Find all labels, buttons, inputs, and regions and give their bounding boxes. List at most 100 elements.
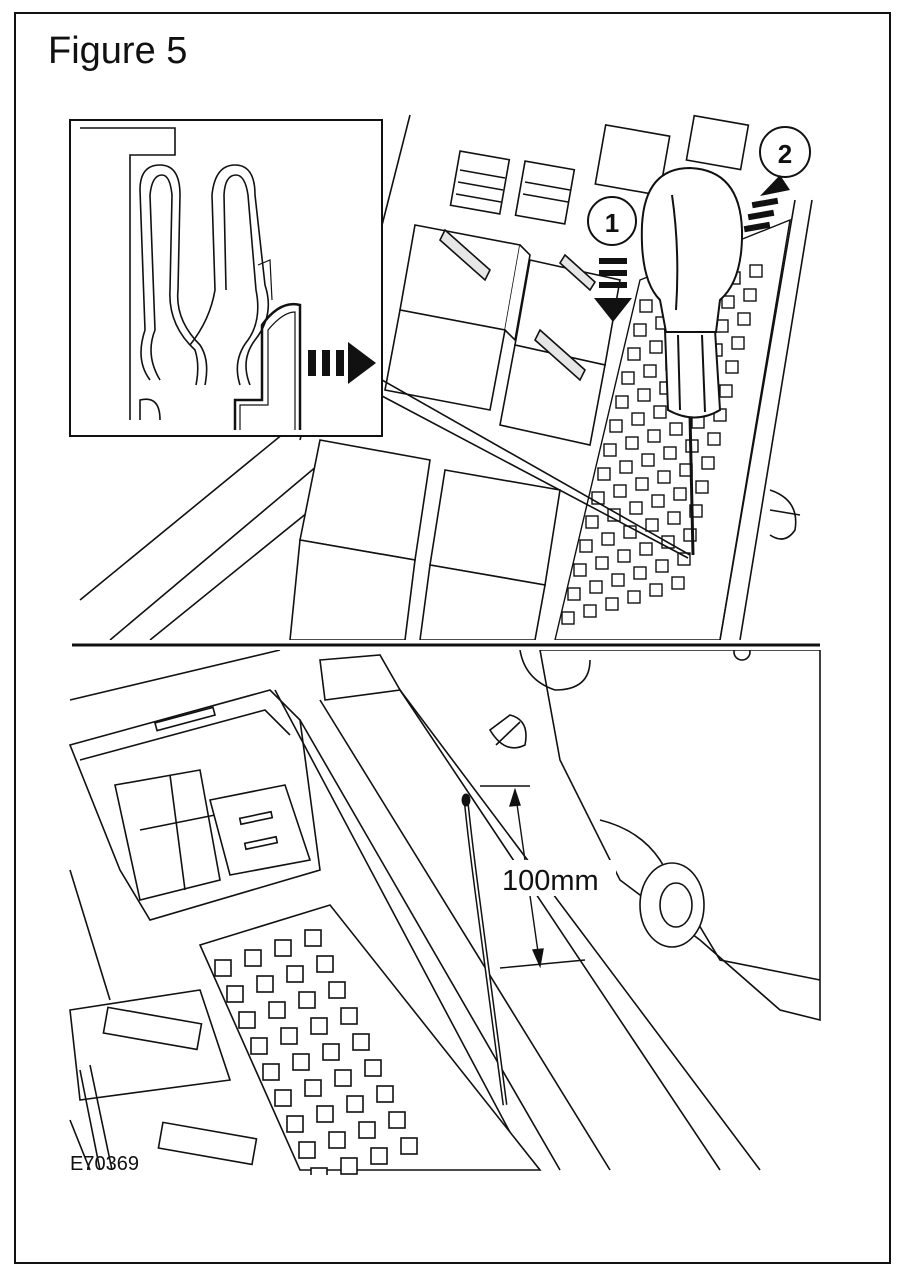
terminal-cavity	[256, 975, 274, 993]
terminal-cavity	[617, 549, 631, 563]
terminal-cavity	[627, 347, 641, 361]
terminal-cavity	[619, 460, 633, 474]
terminal-cavity	[721, 295, 735, 309]
terminal-cavity	[573, 563, 587, 577]
callout-2: 2	[759, 126, 811, 178]
terminal-cavity	[667, 511, 681, 525]
terminal-cavity	[352, 1033, 370, 1051]
terminal-cavity	[657, 470, 671, 484]
terminal-cavity	[621, 371, 635, 385]
terminal-cavity	[316, 955, 334, 973]
terminal-cavity	[677, 552, 691, 566]
relay-row-upper	[384, 224, 621, 446]
terminal-cavity	[274, 1089, 292, 1107]
terminal-cavity	[328, 1131, 346, 1149]
callout-2-label: 2	[778, 139, 792, 169]
terminal-cavity	[615, 395, 629, 409]
inset-detail-terminal	[69, 119, 383, 437]
terminal-cavity	[731, 336, 745, 350]
terminal-cavity	[286, 1115, 304, 1133]
terminal-cavity	[701, 456, 715, 470]
down-arrow-1	[594, 258, 632, 322]
reference-code: E70369	[70, 1153, 139, 1175]
terminal-cavity	[292, 1053, 310, 1071]
terminal-cavity	[749, 264, 763, 278]
terminal-cavity	[673, 487, 687, 501]
terminal-cavity	[328, 981, 346, 999]
terminal-cavity	[629, 501, 643, 515]
terminal-cavity	[743, 288, 757, 302]
terminal-cavity	[579, 539, 593, 553]
terminal-cavity	[340, 1007, 358, 1025]
harness-wire	[461, 793, 508, 1106]
figure-title: Figure 5	[48, 30, 188, 72]
terminal-cavity	[364, 1059, 382, 1077]
terminal-cavity	[641, 453, 655, 467]
bottom-panel-harness-drawing	[68, 650, 821, 1175]
terminal-cavity	[316, 1105, 334, 1123]
terminal-cavity	[595, 556, 609, 570]
terminal-cavity	[370, 1147, 388, 1165]
terminal-cavity	[585, 515, 599, 529]
terminal-cavity	[603, 443, 617, 457]
terminal-cavity	[561, 611, 575, 625]
terminal-cavity	[244, 949, 262, 967]
terminal-cavity	[605, 597, 619, 611]
terminal-cavity	[268, 1001, 286, 1019]
terminal-cavity	[613, 484, 627, 498]
relay-row-lower	[289, 439, 561, 640]
terminal-cavity	[597, 467, 611, 481]
terminal-cavity	[633, 323, 647, 337]
terminal-cavity	[737, 312, 751, 326]
terminal-cavity	[653, 405, 667, 419]
terminal-cavity	[286, 965, 304, 983]
terminal-cavity	[635, 477, 649, 491]
terminal-cavity	[649, 583, 663, 597]
terminal-cavity	[611, 573, 625, 587]
terminal-cavity	[719, 384, 733, 398]
terminal-cavity	[637, 388, 651, 402]
terminal-cavity	[647, 429, 661, 443]
callout-1-label: 1	[605, 208, 619, 238]
terminal-cavity	[304, 929, 322, 947]
terminal-cavity	[609, 419, 623, 433]
terminal-cavity	[346, 1095, 364, 1113]
terminal-cavity	[645, 518, 659, 532]
terminal-cavity	[334, 1069, 352, 1087]
terminal-cavity	[388, 1111, 406, 1129]
terminal-cavity	[583, 604, 597, 618]
terminal-cavity	[663, 446, 677, 460]
terminal-cavity	[310, 1017, 328, 1035]
terminal-cavity	[655, 559, 669, 573]
terminal-cavity	[304, 1079, 322, 1097]
terminal-cavity	[280, 1027, 298, 1045]
terminal-cavity	[322, 1043, 340, 1061]
dimension-label: 100mm	[502, 865, 599, 897]
terminal-cavity	[226, 985, 244, 1003]
terminal-cavity	[238, 1011, 256, 1029]
terminal-cavity	[400, 1137, 418, 1155]
terminal-cavity	[274, 939, 292, 957]
terminal-cavity	[683, 528, 697, 542]
terminal-cavity	[214, 959, 232, 977]
terminal-cavity	[695, 480, 709, 494]
terminal-cavity	[671, 576, 685, 590]
terminal-cavity	[669, 422, 683, 436]
terminal-cavity	[631, 412, 645, 426]
inset-leader-lines	[381, 379, 691, 559]
terminal-cavity	[250, 1037, 268, 1055]
terminal-cavity	[643, 364, 657, 378]
terminal-cavity	[298, 991, 316, 1009]
terminal-cavity	[358, 1121, 376, 1139]
terminal-cavity	[707, 432, 721, 446]
terminal-cavity	[725, 360, 739, 374]
screwdriver	[640, 166, 744, 556]
terminal-cavity	[651, 494, 665, 508]
terminal-cavity	[639, 542, 653, 556]
terminal-cavity	[625, 436, 639, 450]
terminal-cavity	[639, 299, 653, 313]
up-arrow-2	[743, 175, 790, 233]
terminal-cavity	[298, 1141, 316, 1159]
dimension-label-bg	[498, 860, 616, 896]
